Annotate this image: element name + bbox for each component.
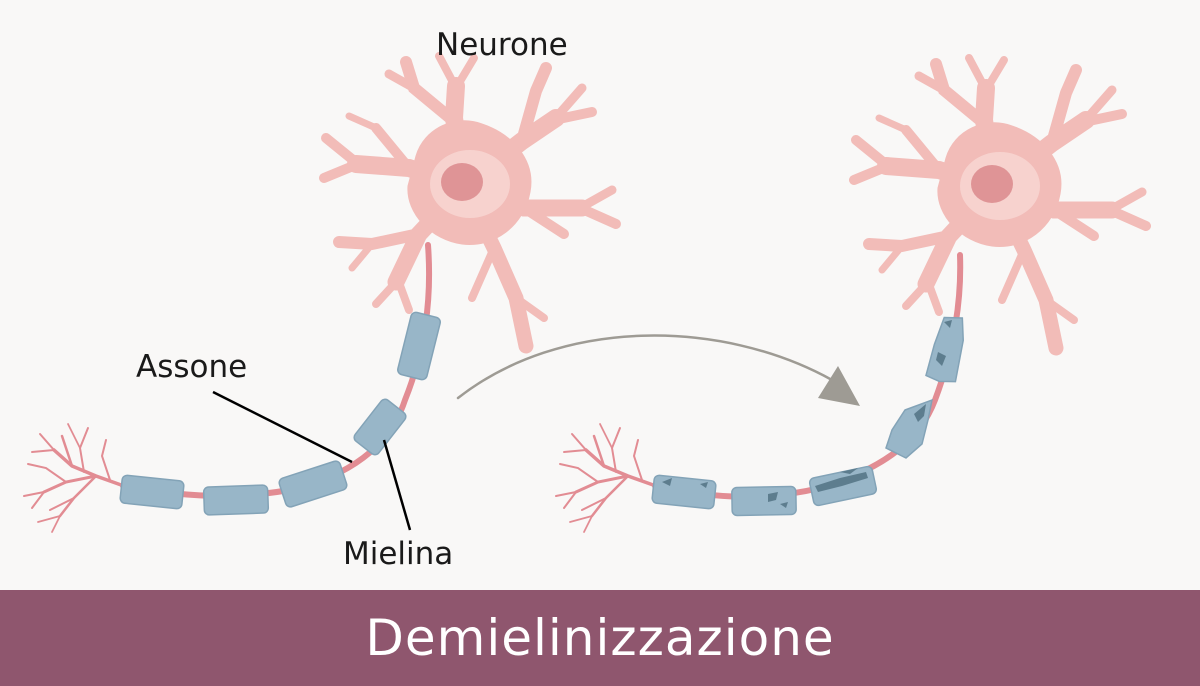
axon-terminal-demyelinated xyxy=(554,422,658,534)
myelin-damage-marks xyxy=(662,320,952,508)
title-banner: Demielinizzazione xyxy=(0,590,1200,686)
axon-terminal-healthy xyxy=(22,422,126,534)
neuron-demyelinated-icon xyxy=(554,58,1146,534)
label-assone: Assone xyxy=(136,349,248,385)
demyelination-illustration xyxy=(22,0,1200,534)
label-mielina: Mielina xyxy=(343,536,454,572)
leader-line-assone xyxy=(212,390,353,464)
banner-title: Demielinizzazione xyxy=(365,609,835,667)
curved-arrow-icon xyxy=(456,334,860,406)
myelin-sheaths-healthy xyxy=(119,311,441,516)
label-neurone: Neurone xyxy=(436,27,568,63)
neuron-healthy-icon xyxy=(22,56,616,534)
leader-line-mielina xyxy=(382,439,412,531)
